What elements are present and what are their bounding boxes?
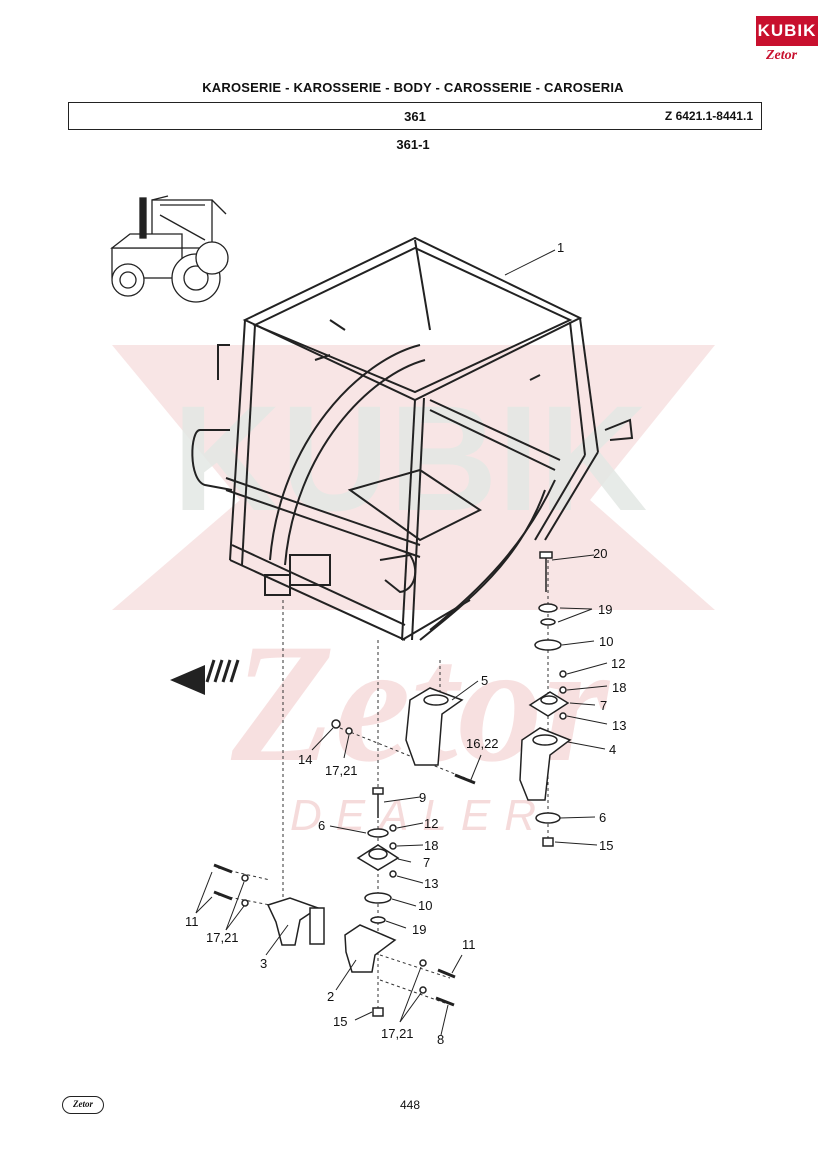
callout-13: 13 bbox=[612, 718, 627, 733]
callout-1: 1 bbox=[557, 240, 565, 255]
callout-11: 11 bbox=[185, 914, 199, 929]
group-code: 361 bbox=[404, 109, 426, 124]
zetor-logo-sub: Zetor bbox=[766, 48, 798, 63]
page-title: KAROSERIE - KAROSSERIE - BODY - CAROSSER… bbox=[202, 80, 624, 95]
cab-frame bbox=[191, 236, 634, 641]
callout-7b: 7 bbox=[423, 855, 431, 870]
kubik-logo-text: KUBIK bbox=[757, 21, 817, 40]
bracket-5 bbox=[405, 687, 464, 766]
washer-19 bbox=[538, 603, 558, 613]
kubik-logo: KUBIK Zetor bbox=[756, 16, 818, 68]
callout-19: 19 bbox=[598, 602, 613, 617]
callout-13b: 13 bbox=[424, 876, 439, 891]
bracket-4 bbox=[519, 727, 572, 801]
direction-arrow bbox=[170, 659, 240, 695]
callout-6b: 6 bbox=[318, 818, 326, 833]
tractor-thumbnail bbox=[110, 195, 229, 303]
callout-19b: 19 bbox=[412, 922, 427, 937]
callout-10: 10 bbox=[599, 634, 614, 649]
callout-18b: 18 bbox=[424, 838, 439, 853]
nut-15b bbox=[372, 1007, 384, 1017]
header-box: 361 Z 6421.1-8441.1 bbox=[68, 102, 762, 130]
callout-17-21c: 17,21 bbox=[381, 1026, 414, 1041]
bolt-16-22 bbox=[454, 773, 476, 785]
callout-16-22: 16,22 bbox=[466, 736, 499, 751]
nut-15 bbox=[542, 837, 554, 847]
bracket-3 bbox=[266, 897, 320, 946]
callout-10b: 10 bbox=[418, 898, 433, 913]
callout-8: 8 bbox=[437, 1032, 445, 1047]
callout-9: 9 bbox=[419, 790, 427, 805]
callout-15: 15 bbox=[599, 838, 614, 853]
kubik-logo-box: KUBIK bbox=[756, 16, 818, 46]
callout-2: 2 bbox=[327, 989, 335, 1004]
callout-17-21: 17,21 bbox=[325, 763, 358, 778]
model-range: Z 6421.1-8441.1 bbox=[664, 109, 753, 123]
callout-6: 6 bbox=[599, 810, 607, 825]
callout-15b: 15 bbox=[333, 1014, 348, 1029]
bracket-2 bbox=[344, 924, 397, 973]
callout-4: 4 bbox=[609, 742, 617, 757]
watermark-band bbox=[112, 345, 715, 610]
hardware-parts bbox=[213, 551, 572, 1017]
bolt-9 bbox=[372, 787, 384, 795]
callout-12b: 12 bbox=[424, 816, 439, 831]
washer-6 bbox=[535, 812, 561, 824]
callout-17-21b: 17,21 bbox=[206, 930, 239, 945]
callout-11b: 11 bbox=[462, 937, 476, 952]
subgroup-code: 361-1 bbox=[396, 137, 430, 152]
nut-14 bbox=[331, 719, 341, 729]
bolt-20 bbox=[539, 551, 553, 559]
washer-10 bbox=[534, 639, 562, 651]
callout-12: 12 bbox=[611, 656, 626, 671]
leader-lines bbox=[195, 249, 608, 1036]
callout-20: 20 bbox=[593, 546, 608, 561]
zetor-bottom-logo: Zetor bbox=[62, 1096, 104, 1114]
callout-5: 5 bbox=[481, 673, 489, 688]
watermark-dealer: DEALER bbox=[290, 791, 550, 840]
callout-18: 18 bbox=[612, 680, 627, 695]
callout-14: 14 bbox=[298, 752, 313, 767]
callout-7: 7 bbox=[600, 698, 608, 713]
page-number: 448 bbox=[400, 1098, 421, 1112]
callout-3: 3 bbox=[260, 956, 268, 971]
